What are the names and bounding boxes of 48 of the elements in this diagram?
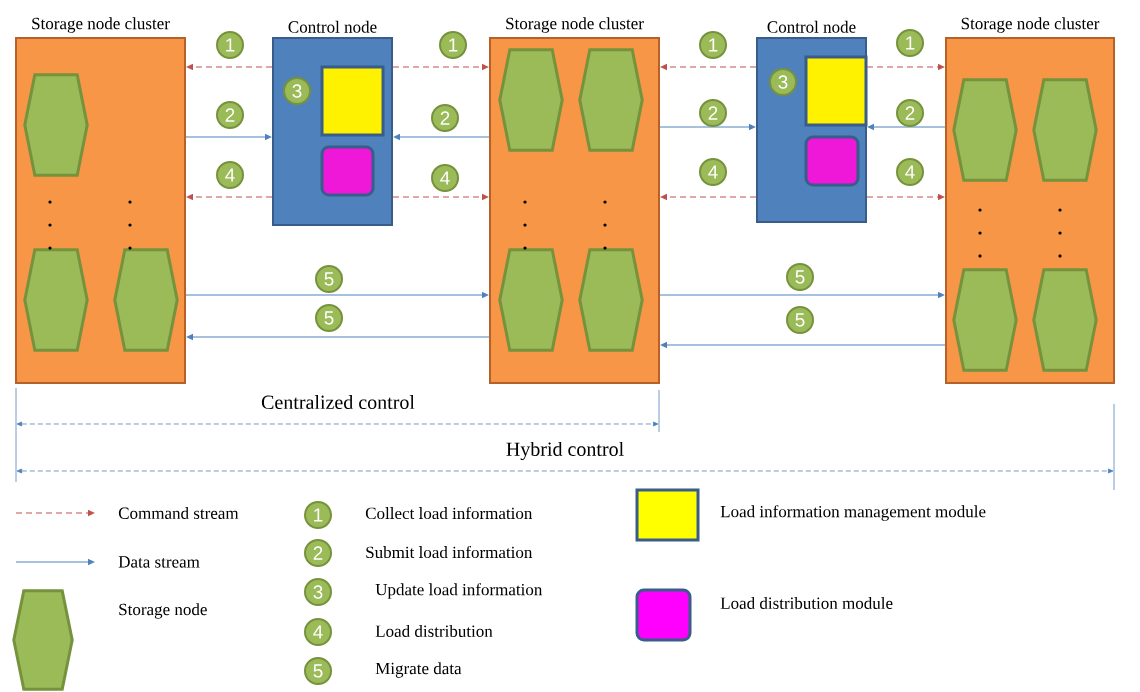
legend-text: Data stream: [118, 556, 200, 568]
hexagon: [952, 268, 1018, 372]
edge-label: 5: [786, 263, 814, 291]
legend-text: Load distribution module: [720, 597, 893, 609]
hexagon: [1032, 78, 1098, 182]
hexagon: [578, 48, 644, 152]
module-box: [804, 135, 860, 187]
dimension-label: Hybrid control: [506, 441, 624, 461]
legend-text: Load information management module: [720, 505, 986, 521]
hexagon: [578, 248, 644, 352]
edge-label: 5: [315, 265, 343, 293]
edge-label: 1: [699, 31, 727, 59]
edge-label: 2: [431, 104, 459, 132]
legend-text: Collect load information: [365, 506, 533, 520]
hexagon: [23, 248, 89, 352]
edge-label: 4: [431, 164, 459, 192]
legend-text: Load distribution: [375, 625, 493, 637]
legend-text: Submit load information: [366, 545, 533, 559]
hexagon: [498, 48, 564, 152]
heading: Storage node cluster: [32, 17, 170, 33]
edge-label: 1: [216, 31, 244, 59]
edge-label: 4: [896, 158, 924, 186]
hexagon: [952, 78, 1018, 182]
edge-label: 2: [896, 99, 924, 127]
heading: Control node: [288, 20, 377, 33]
module-box: [320, 65, 385, 137]
heading: Control node: [767, 20, 856, 33]
hexagon: [498, 248, 564, 352]
hexagon: [1032, 268, 1098, 372]
module-box: [804, 55, 868, 127]
edge-label: 2: [216, 101, 244, 129]
edge-label: 1: [439, 31, 467, 59]
module-box: [320, 145, 375, 197]
edge-label: 5: [315, 304, 343, 332]
hexagon: [23, 73, 89, 177]
legend-text: Migrate data: [375, 662, 462, 678]
edge-label: 5: [786, 306, 814, 334]
heading: Storage node cluster: [961, 17, 1100, 33]
edge-label: 4: [699, 158, 727, 186]
legend-text: Command stream: [118, 507, 239, 519]
edge-label: 1: [896, 29, 924, 57]
legend-text: Storage node: [119, 603, 207, 619]
heading: Storage node cluster: [506, 17, 644, 33]
legend-text: Update load information: [375, 583, 543, 599]
edge-label: 2: [699, 99, 727, 127]
dimension-label: Centralized control: [261, 394, 415, 409]
hexagon: [113, 248, 179, 352]
edge-label: 4: [216, 161, 244, 189]
